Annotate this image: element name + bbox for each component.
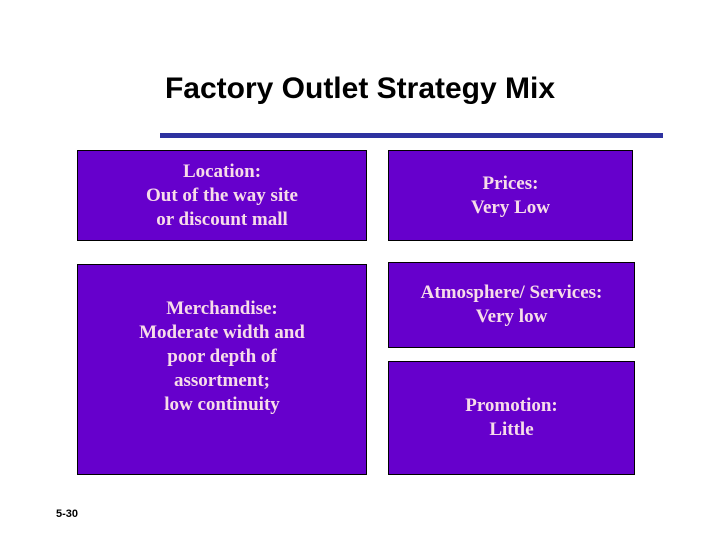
title-divider xyxy=(160,133,663,138)
box-line: Promotion: xyxy=(465,395,558,416)
box-line: Location: xyxy=(182,160,262,182)
box-line: Very Low xyxy=(471,196,550,218)
strategy-box-prices: Prices: Very Low xyxy=(388,150,633,241)
box-line: Atmosphere/ Services: xyxy=(420,282,603,303)
strategy-box-location: Location: Out of the way site or discoun… xyxy=(77,150,367,241)
box-line: Moderate width and xyxy=(139,322,305,343)
box-line: Little xyxy=(489,419,534,440)
box-line: Out of the way site xyxy=(146,184,298,206)
strategy-box-promotion: Promotion: Little xyxy=(388,361,635,475)
box-line: assortment; xyxy=(173,370,271,391)
box-line: poor depth of xyxy=(167,346,277,367)
strategy-box-atmosphere-services: Atmosphere/ Services: Very low xyxy=(388,262,635,348)
page-title: Factory Outlet Strategy Mix xyxy=(164,72,556,105)
slide-number: 5-30 xyxy=(56,508,79,520)
box-line: or discount mall xyxy=(156,208,288,230)
box-line: low continuity xyxy=(164,394,280,415)
box-line: Prices: xyxy=(482,172,539,194)
box-line: Very low xyxy=(475,306,548,327)
box-line: Merchandise: xyxy=(166,298,278,319)
strategy-box-merchandise: Merchandise: Moderate width and poor dep… xyxy=(77,264,367,475)
